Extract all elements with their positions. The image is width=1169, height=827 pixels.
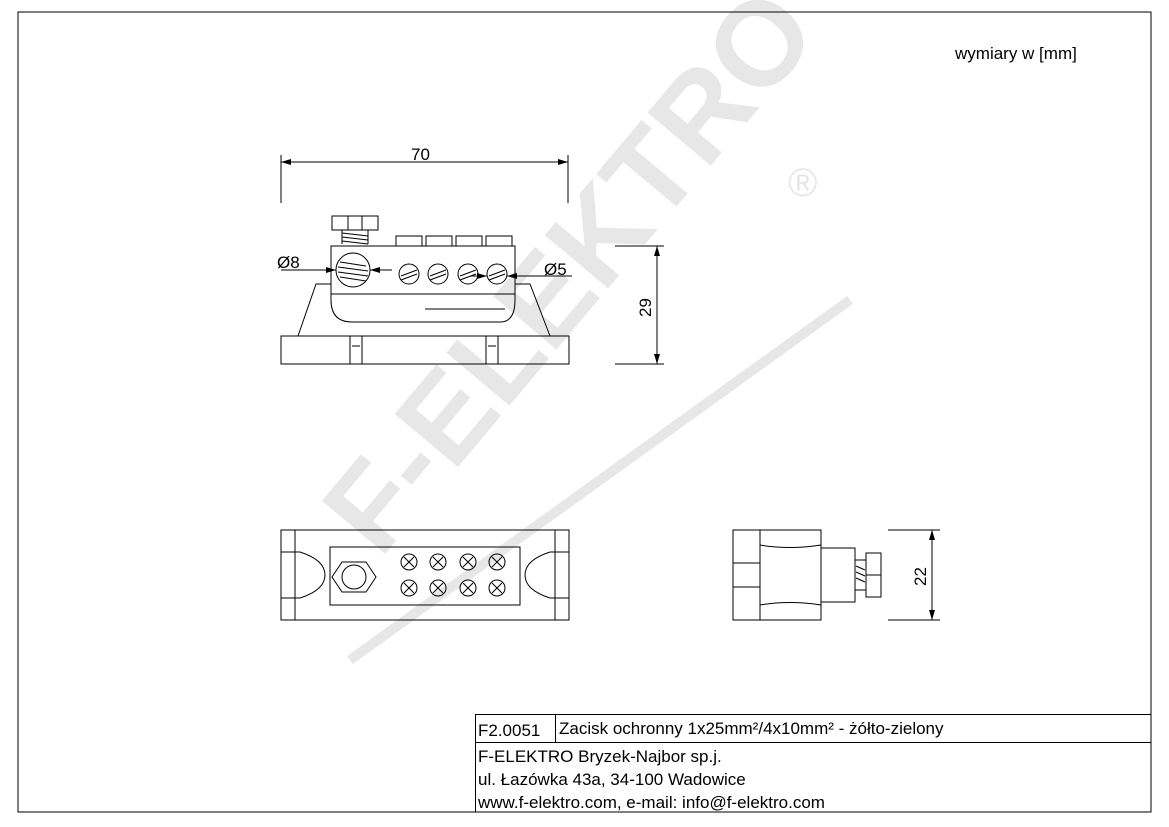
- watermark: F-ELEKTRO ®: [297, 0, 853, 665]
- dimension-depth-label: 22: [911, 567, 930, 586]
- units-note: wymiary w [mm]: [955, 44, 1077, 63]
- title-block: F2.0051 Zacisk ochronny 1x25mm²/4x10mm² …: [475, 714, 1151, 812]
- dimension-width-label: 70: [411, 145, 430, 164]
- dimension-height-label: 29: [636, 298, 655, 317]
- drawing-frame: [17, 11, 1152, 813]
- title-block-header: F2.0051 Zacisk ochronny 1x25mm²/4x10mm² …: [476, 715, 1151, 743]
- company-contact: www.f-elektro.com, e-mail: info@f-elektr…: [478, 793, 825, 812]
- dimension-lines: [280, 155, 940, 621]
- product-code: F2.0051: [478, 721, 541, 740]
- hole-large-diameter-label: Ø8: [277, 253, 300, 272]
- company-name: F-ELEKTRO Bryzek-Najbor sp.j.: [478, 747, 722, 766]
- title-block-divider: [555, 715, 556, 743]
- company-address: ul. Łazówka 43a, 34-100 Wadowice: [478, 770, 746, 789]
- screw-grid: [400, 553, 506, 597]
- hole-small-diameter-label: Ø5: [544, 260, 567, 279]
- watermark-text: F-ELEKTRO: [297, 0, 841, 577]
- watermark-registered-mark: ®: [788, 161, 817, 205]
- product-description: Zacisk ochronny 1x25mm²/4x10mm² - żółto-…: [559, 719, 944, 738]
- side-view: [732, 529, 882, 621]
- top-view: [280, 529, 570, 621]
